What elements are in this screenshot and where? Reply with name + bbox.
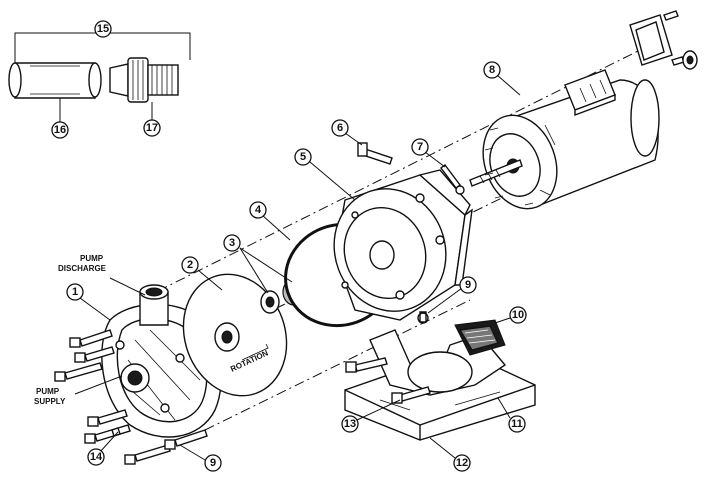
pump-supply-label-line2: SUPPLY (34, 397, 66, 406)
callout-16: 16 (51, 121, 69, 139)
svg-text:9: 9 (465, 279, 471, 291)
pump-supply-label-line1: PUMP (36, 387, 60, 396)
leader-lines (74, 74, 521, 461)
text-labels: PUMP DISCHARGE PUMP SUPPLY (34, 254, 107, 406)
svg-text:14: 14 (90, 451, 103, 463)
callout-9-upper: 9 (459, 276, 477, 294)
callout-9-lower: 9 (204, 454, 222, 472)
housing-bolts (54, 329, 208, 465)
base-part (344, 329, 536, 441)
callout-17: 17 (143, 119, 161, 137)
svg-text:16: 16 (54, 124, 66, 136)
svg-text:3: 3 (229, 237, 235, 249)
callout-11: 11 (508, 415, 526, 433)
seal-plate-part (333, 169, 473, 321)
svg-text:8: 8 (489, 64, 495, 76)
screw-9-upper-part (417, 311, 429, 324)
callout-10: 10 (509, 306, 527, 324)
inset-hose-fitting (8, 32, 191, 122)
end-cover-part (629, 10, 698, 70)
svg-text:5: 5 (300, 151, 306, 163)
motor-part (469, 69, 660, 210)
base-bolts (345, 357, 431, 404)
svg-text:4: 4 (255, 204, 262, 216)
svg-text:2: 2 (187, 259, 193, 271)
callout-8: 8 (483, 61, 501, 79)
hose-part (8, 62, 102, 99)
callout-15: 15 (94, 20, 112, 38)
callout-6: 6 (331, 119, 349, 137)
screw-7-part (440, 164, 465, 195)
svg-text:7: 7 (417, 141, 423, 153)
callout-3: 3 (223, 234, 241, 252)
callouts: 1 2 3 4 5 6 7 8 9 9 10 11 12 13 14 15 16… (51, 20, 527, 472)
svg-text:11: 11 (511, 418, 523, 430)
svg-text:13: 13 (344, 418, 356, 430)
callout-12: 12 (453, 454, 471, 472)
svg-text:1: 1 (72, 286, 78, 298)
callout-7: 7 (411, 138, 429, 156)
pump-discharge-label-line2: DISCHARGE (58, 264, 107, 273)
svg-text:9: 9 (210, 457, 216, 469)
svg-text:12: 12 (456, 457, 468, 469)
bolt-6-part (357, 142, 393, 165)
callout-1: 1 (66, 283, 84, 301)
pump-discharge-label-line1: PUMP (80, 254, 104, 263)
callout-5: 5 (294, 148, 312, 166)
svg-text:10: 10 (512, 309, 524, 321)
callout-2: 2 (181, 256, 199, 274)
pad-part (454, 319, 506, 356)
callout-4: 4 (249, 201, 267, 219)
svg-text:17: 17 (146, 122, 158, 134)
callout-14: 14 (87, 448, 105, 466)
svg-text:15: 15 (97, 23, 109, 35)
callout-13: 13 (341, 415, 359, 433)
fitting-part (109, 57, 179, 103)
svg-text:6: 6 (337, 122, 343, 134)
